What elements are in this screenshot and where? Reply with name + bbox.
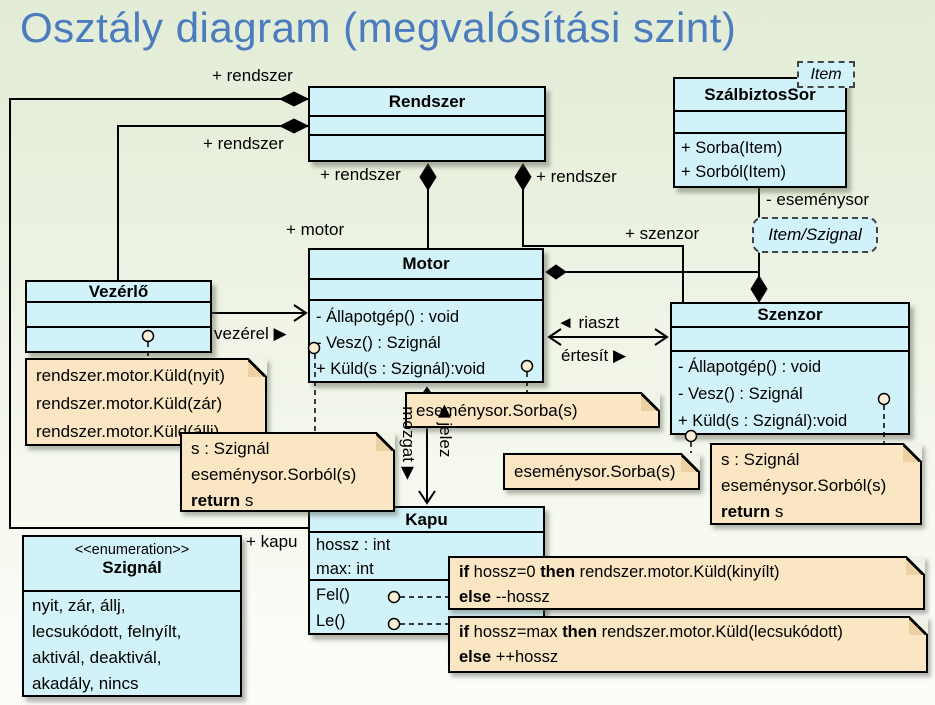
composition-diamond-rendszer-bottom-left [419, 163, 437, 191]
attributes-compartment [675, 112, 845, 134]
enumeration-values: nyit, zár, állj, lecsukódott, felnyílt, … [24, 592, 240, 697]
note-line: if hossz=0 then rendszer.motor.Küld(kiny… [459, 563, 780, 581]
attributes-compartment [310, 117, 544, 136]
enum-value-line: lecsukódott, felnyílt, [32, 622, 182, 641]
class-vezerlo: Vezérlő [25, 280, 212, 353]
attributes-compartment: hossz : int max: int [310, 533, 543, 581]
composition-line-rendszer-szenzor [522, 188, 684, 302]
class-szenzor: Szenzor - Állapotgép() : void - Vesz() :… [670, 302, 910, 435]
operation-label: Fel() [316, 586, 350, 604]
note-line: return s [191, 491, 254, 510]
enumeration-header: <<enumeration>> Szignál [24, 537, 240, 592]
note-line: eseménysor.Sorba(s) [416, 401, 578, 420]
class-name: Szenzor [672, 304, 908, 328]
operation-label: - Vesz() : Szignál [678, 385, 803, 403]
composition-diamond-rendszer-bottom-right [514, 163, 532, 191]
note-fold-corner [681, 453, 700, 472]
note-fel-body: if hossz=0 then rendszer.motor.Küld(kiny… [448, 556, 925, 610]
note-line: return s [721, 502, 784, 521]
class-szalbiztossor: SzálbiztosSor + Sorba(Item) + Sorból(Ite… [673, 77, 847, 188]
role-label-szenzor: + szenzor [625, 224, 700, 243]
open-arrowhead-vezerel [293, 304, 308, 322]
operation-label: + Sorba(Item) [681, 139, 783, 157]
stereotype-label: <<enumeration>> [74, 542, 190, 558]
composition-diamond-motor-esemenysor [545, 264, 567, 280]
open-arrowhead-mozgat-bottom [418, 490, 436, 505]
note-szenzor-kuld-body: eseménysor.Sorba(s) [503, 453, 700, 490]
composition-diamond-rendszer-left-bottom [278, 118, 310, 134]
operations-compartment: - Állapotgép() : void - Vesz() : Szignál… [672, 352, 908, 435]
role-label-rendszer-left: + rendszer [203, 134, 284, 153]
enum-value-line: akadály, nincs [32, 674, 139, 693]
template-parameter-item: Item [797, 61, 855, 88]
role-label-rendszer-top: + rendszer [212, 66, 293, 85]
attributes-compartment [672, 328, 908, 352]
note-line: else --hossz [459, 588, 550, 606]
note-line: rendszer.motor.Küld(zár) [36, 394, 223, 413]
operations-compartment: - Állapotgép() : void - Vesz() : Szignál… [310, 301, 542, 382]
operations-compartment [27, 328, 210, 351]
note-line: s : Szignál [191, 439, 270, 458]
composition-diamond-rendszer-left-top [278, 91, 310, 107]
attributes-compartment [27, 303, 210, 328]
open-arrowhead-riaszt-right [654, 328, 669, 346]
operation-label: + Sorból(Item) [681, 163, 786, 181]
note-line: if hossz=max then rendszer.motor.Küld(le… [459, 623, 843, 641]
enum-value-line: aktivál, deaktivál, [32, 648, 162, 667]
composition-diamond-szenzor-esemenysor [750, 275, 768, 303]
attribute-label: hossz : int [316, 536, 391, 554]
operation-label: + Küld(s : Szignál):void [316, 360, 486, 378]
association-label-vezerel: vezérel ▶ [214, 324, 287, 343]
role-label-kapu: + kapu [246, 532, 298, 551]
note-line: eseménysor.Sorba(s) [514, 462, 676, 481]
note-fold-corner [376, 432, 395, 451]
note-le-body: if hossz=max then rendszer.motor.Küld(le… [448, 616, 928, 673]
attributes-compartment [310, 280, 542, 301]
class-name: Szignál [102, 558, 162, 577]
association-label-mozgat: mozgat ▶ [399, 406, 418, 480]
role-label-rendszer-bottom-left: + rendszer [320, 165, 401, 184]
association-label-riaszt: ◄ riaszt [557, 313, 620, 332]
class-name: Kapu [310, 508, 543, 533]
class-rendszer: Rendszer [308, 86, 546, 162]
note-line: eseménysor.Sorból(s) [191, 465, 357, 484]
note-szenzor-vesz-body: s : Szignál eseménysor.Sorból(s) return … [710, 443, 922, 525]
operations-compartment: Fel() Le() [310, 581, 543, 634]
enum-value-line: nyit, zár, állj, [32, 596, 126, 615]
operation-label: + Küld(s : Szignál):void [678, 412, 848, 430]
role-label-rendszer-bottom-right: + rendszer [536, 167, 617, 186]
note-line: else ++hossz [459, 648, 559, 666]
class-name: SzálbiztosSor [675, 79, 845, 112]
attribute-label: max: int [316, 560, 374, 578]
note-fold-corner [248, 358, 267, 377]
note-line: eseménysor.Sorból(s) [721, 476, 887, 495]
association-label-ertesit: értesít ▶ [561, 346, 627, 365]
note-line: rendszer.motor.Küld(nyit) [36, 366, 225, 385]
note-fold-corner [906, 556, 925, 575]
operation-label: Le() [316, 612, 346, 630]
note-fold-corner [909, 616, 928, 635]
class-szignal-enumeration: <<enumeration>> Szignál nyit, zár, állj,… [22, 535, 242, 697]
class-motor: Motor - Állapotgép() : void - Vesz() : S… [308, 248, 544, 383]
operation-label: - Vesz() : Szignál [316, 334, 441, 352]
note-motor-kuld-body: eseménysor.Sorba(s) [405, 392, 660, 428]
note-fold-corner [903, 443, 922, 462]
note-motor-vesz-body: s : Szignál eseménysor.Sorból(s) return … [180, 432, 395, 512]
note-line: s : Szignál [721, 450, 800, 469]
operation-label: - Állapotgép() : void [678, 358, 822, 376]
page-title: Osztály diagram (megvalósítási szint) [20, 4, 737, 51]
role-label-motor: + motor [286, 220, 345, 239]
operations-compartment: + Sorba(Item) + Sorból(Item) [675, 134, 845, 184]
class-name: Motor [310, 250, 542, 280]
class-name: Rendszer [310, 88, 544, 117]
note-fold-corner [641, 392, 660, 411]
association-label-jelez: ◀ jelez [436, 404, 455, 458]
template-binding-item-szignal: Item/Szignal [752, 217, 878, 253]
class-kapu: Kapu hossz : int max: int Fel() Le() [308, 506, 545, 635]
operation-label: - Állapotgép() : void [316, 308, 460, 326]
role-label-esemenysor: - eseménysor [766, 190, 869, 209]
class-name: Vezérlő [27, 282, 210, 303]
operations-compartment [310, 136, 544, 160]
